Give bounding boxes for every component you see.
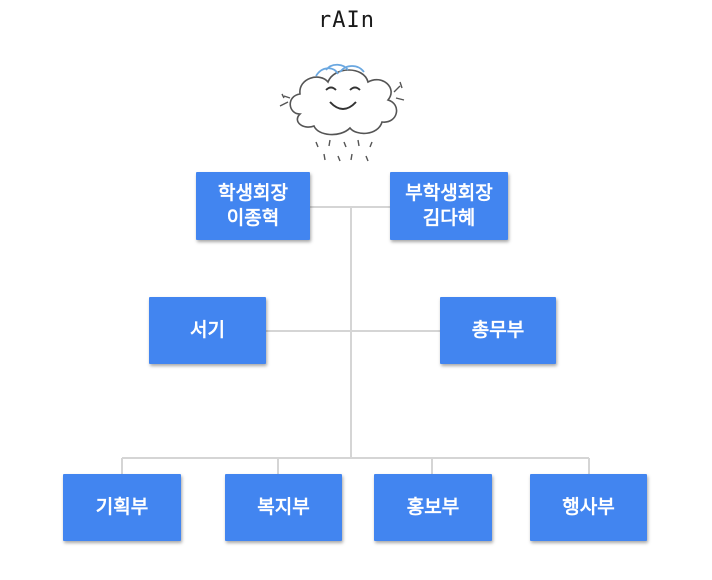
general-affairs-label: 총무부 [471, 319, 525, 342]
president-name: 이종혁 [226, 207, 280, 229]
vice-president-box: 부학생회장 김다혜 [390, 172, 508, 240]
department-label: 복지부 [257, 496, 310, 519]
rain-cloud-icon [279, 63, 405, 162]
president-title: 학생회장 [218, 182, 288, 205]
department-label: 기획부 [95, 496, 149, 519]
department-label: 홍보부 [406, 496, 460, 519]
logo-text: rAIn [318, 8, 375, 33]
secretary-box: 서기 [149, 297, 266, 364]
department-box-planning: 기획부 [63, 474, 181, 541]
department-box-events: 행사부 [530, 474, 647, 541]
vice-president-title: 부학생회장 [405, 182, 493, 205]
department-label: 행사부 [562, 496, 615, 519]
department-box-pr: 홍보부 [374, 474, 492, 541]
vice-president-name: 김다혜 [422, 207, 476, 229]
president-box: 학생회장 이종혁 [196, 172, 310, 240]
secretary-label: 서기 [190, 319, 225, 342]
department-box-welfare: 복지부 [225, 474, 342, 541]
general-affairs-box: 총무부 [440, 297, 556, 364]
